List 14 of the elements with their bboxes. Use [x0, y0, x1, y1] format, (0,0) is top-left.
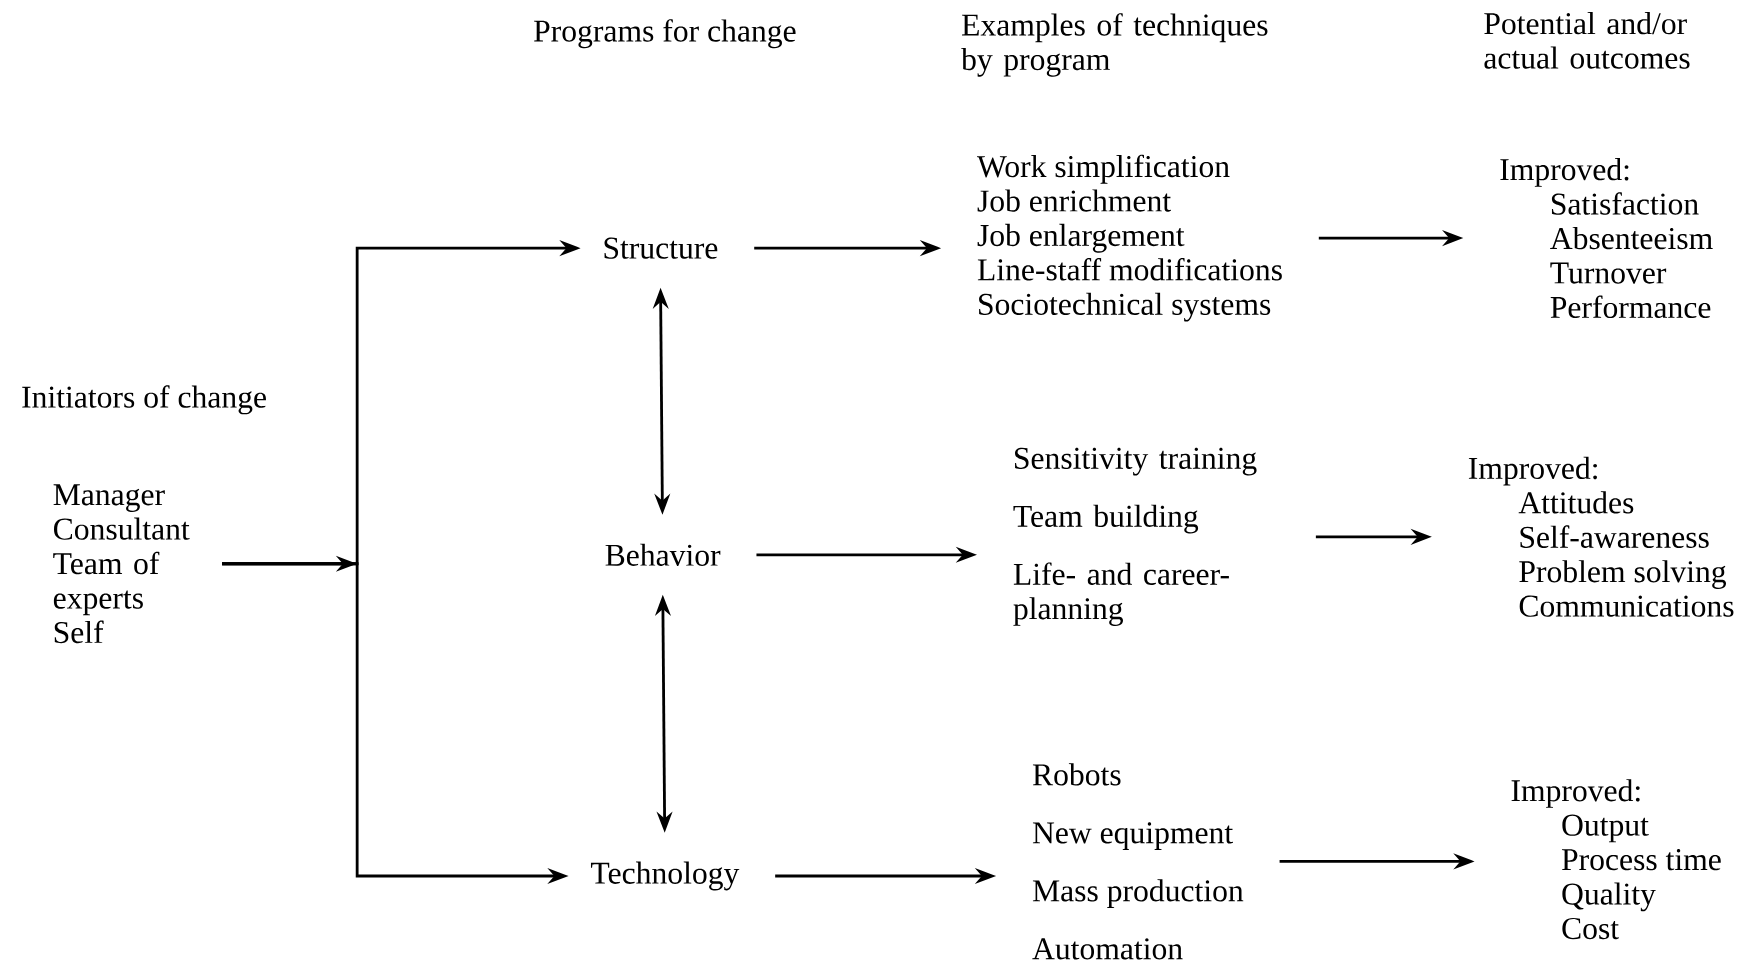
column-heading: Programs for change: [534, 19, 796, 49]
outcome-list: Improved: Satisfaction Absenteeism Turnover Performance: [1500, 158, 1713, 319]
outcome-list: Improved: Attitudes Self-awareness Problem solving Communications: [1468, 456, 1734, 617]
initiator-list: Manager Consultant Team of experts Self: [53, 484, 190, 644]
technique-list: Sensitivity training Team building Life- and career-planning: [1013, 447, 1257, 627]
program-label: Structure: [604, 237, 718, 259]
column-heading: Examples of techniques by program: [961, 13, 1268, 77]
program-label: Technology: [591, 861, 740, 891]
outcome-list: Improved: Output Process time Quality Cost: [1511, 779, 1721, 940]
program-label: Behavior: [605, 543, 721, 567]
column-heading: Potential and/or actual outcomes: [1484, 12, 1690, 69]
technique-list: Work simplification Job enrichment Job enlargement Line-staff modifications Sociotechnical systems: [977, 154, 1282, 322]
technique-list: Robots New equipment Mass production Automation: [1032, 763, 1244, 960]
column-heading: Initiators of change: [22, 385, 266, 415]
